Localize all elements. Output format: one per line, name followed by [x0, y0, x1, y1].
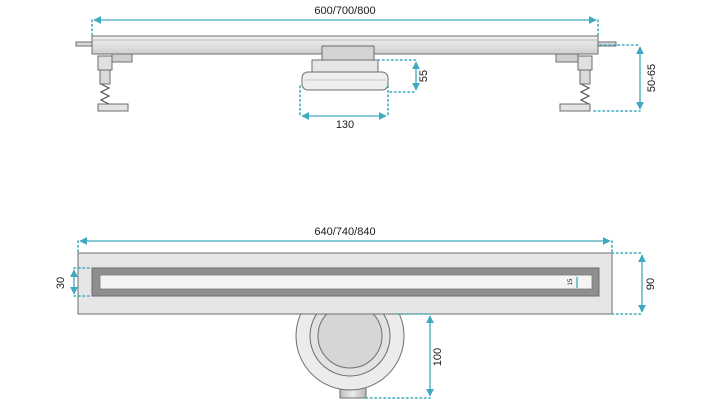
- outlet-siphon-side: [301, 45, 389, 91]
- dim-slot-width: 15: [568, 278, 574, 285]
- dim-bottom-length: 640/740/840: [314, 226, 375, 238]
- left-adjustable-foot: [97, 53, 133, 112]
- dim-outlet-depth: 100: [432, 348, 444, 366]
- dim-grate-width: 30: [55, 277, 67, 289]
- side-view: 600/700/800 50-65 55 130: [75, 5, 658, 131]
- dim-adjust-height: 50-65: [646, 64, 658, 92]
- dim-outlet-height: 55: [418, 70, 430, 82]
- dim-total-width: 90: [645, 278, 657, 290]
- dim-top-length: 600/700/800: [314, 5, 375, 17]
- dim-outlet-width: 130: [336, 119, 354, 131]
- grate-slot: [99, 274, 593, 290]
- top-view: 15 640/740/840 30 90 100: [55, 226, 657, 399]
- right-adjustable-foot: [555, 53, 593, 112]
